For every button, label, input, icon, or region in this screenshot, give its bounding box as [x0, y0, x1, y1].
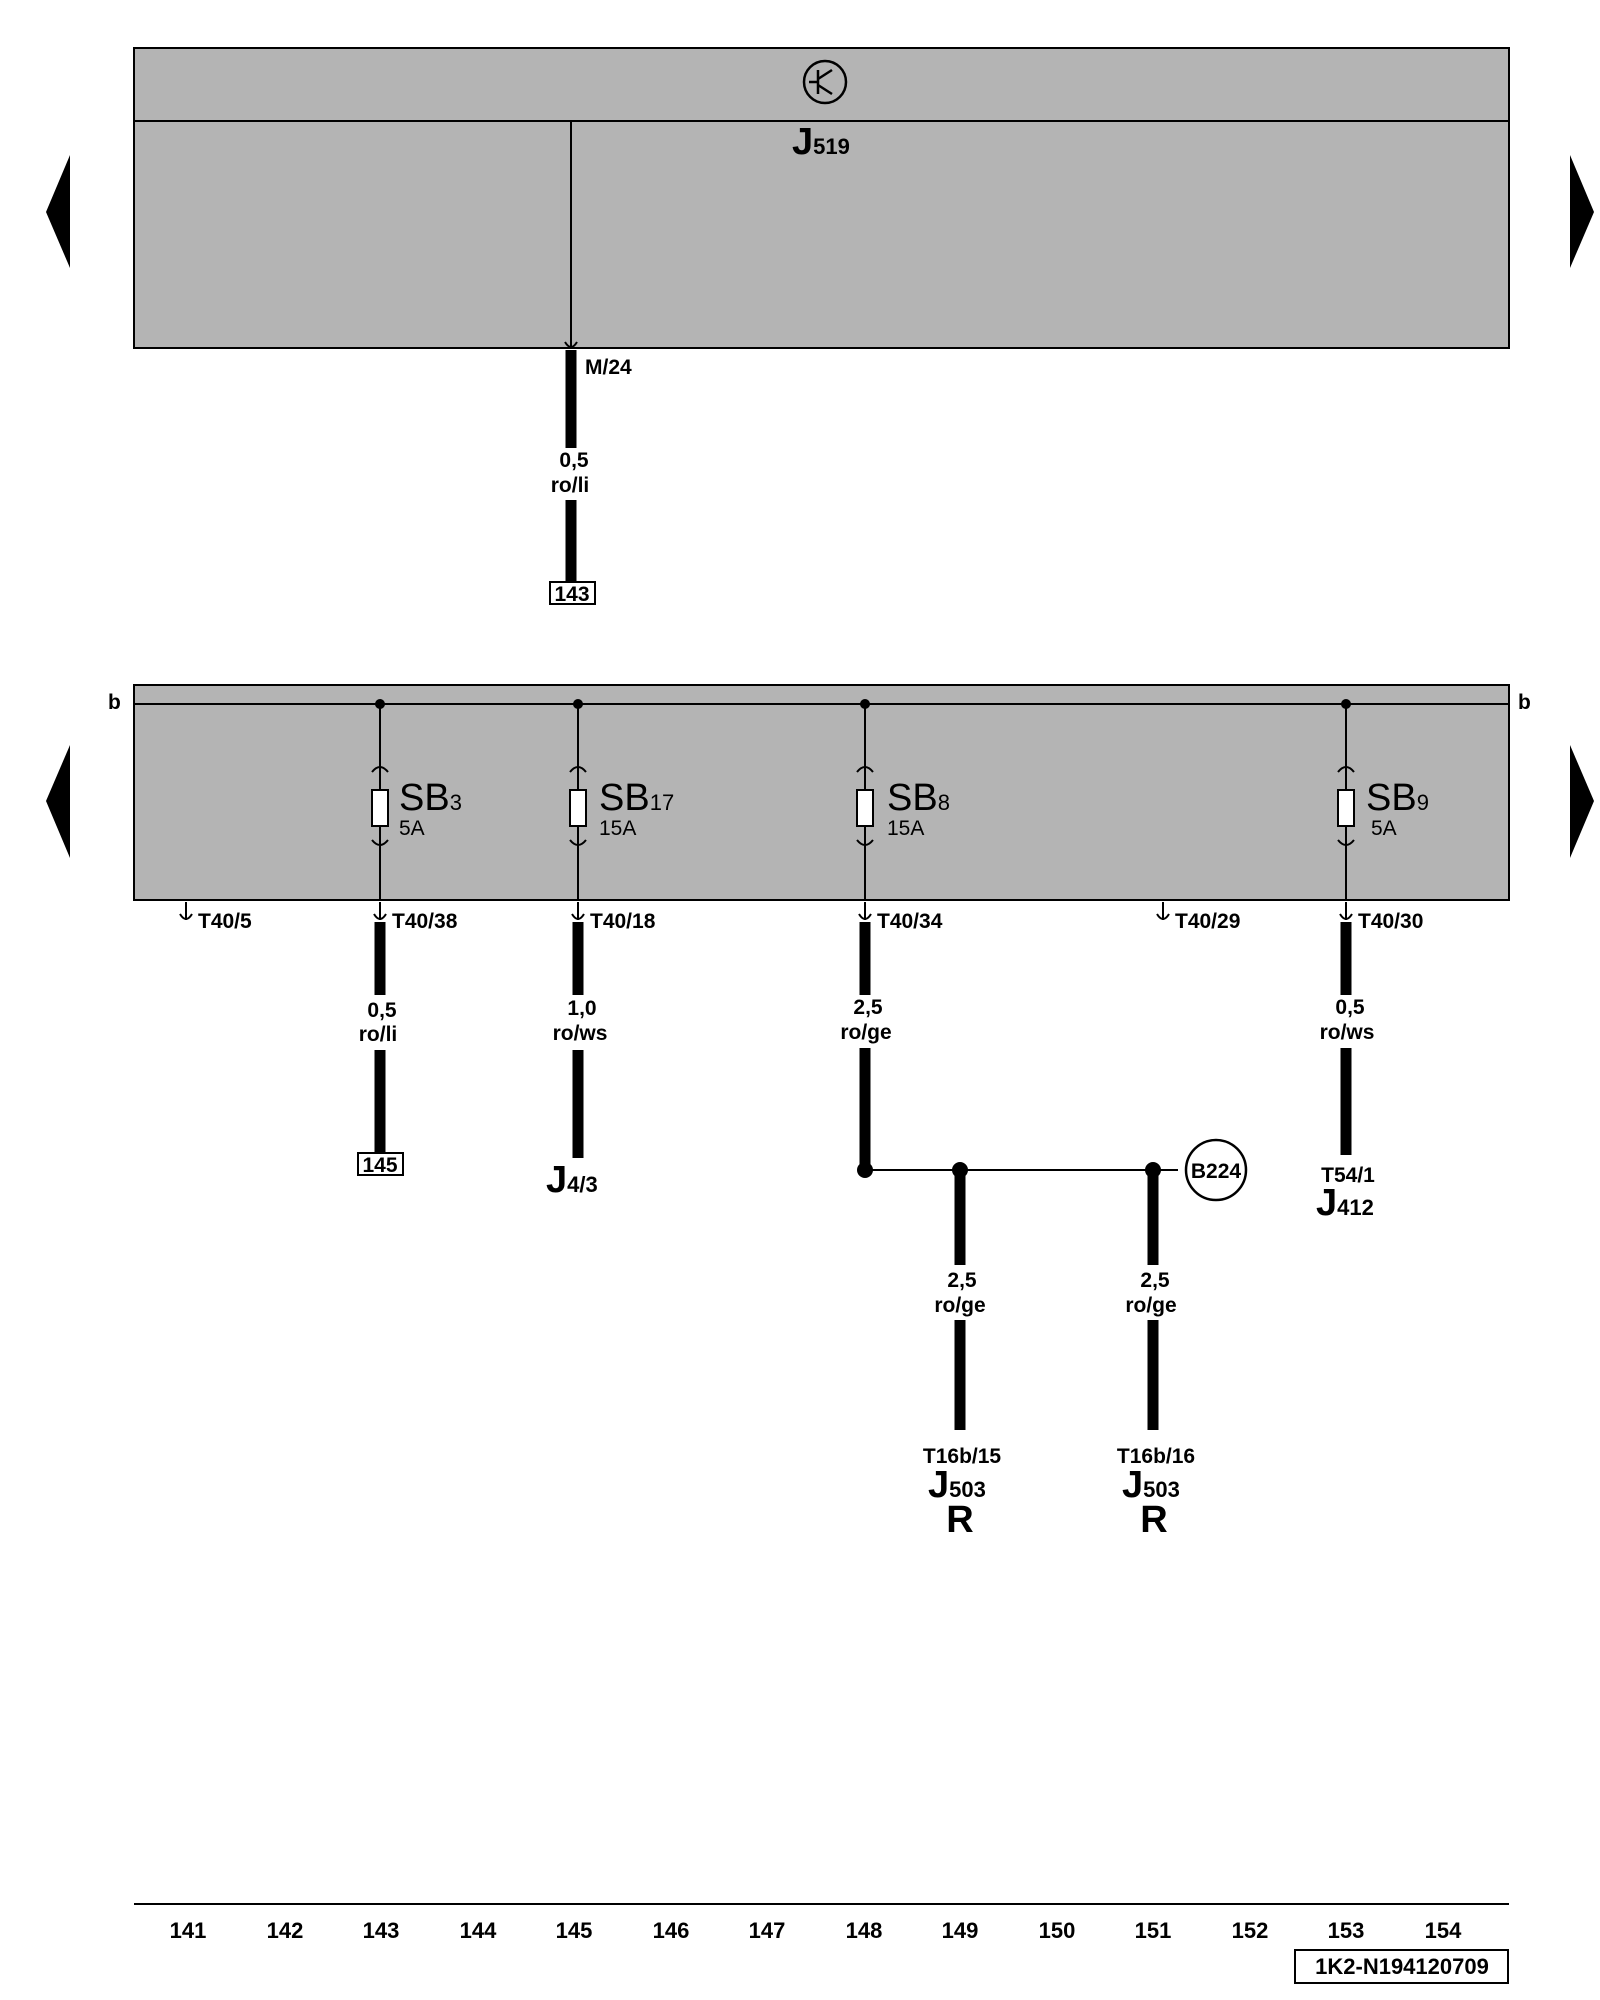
connector-t40-38: T40/38 — [392, 910, 458, 933]
column-number: 153 — [1328, 1918, 1365, 1943]
j412-label: J412 — [1316, 1182, 1374, 1224]
wire-sb3-gauge: 0,5 — [367, 999, 397, 1022]
connector-t40-5: T40/5 — [198, 910, 252, 933]
fuse-holder-panel — [133, 684, 1510, 901]
connector-t40-29: T40/29 — [1175, 910, 1240, 933]
fuse-sb17-icon — [569, 766, 587, 846]
column-number: 146 — [653, 1918, 690, 1943]
column-number: 152 — [1232, 1918, 1269, 1943]
b224-label: B224 — [1191, 1160, 1242, 1183]
prev-page-arrow-bottom[interactable] — [46, 745, 70, 858]
j503-right-pin: T16b/16 — [1117, 1445, 1195, 1468]
bus-label-right: b — [1518, 691, 1531, 714]
j503-left-label: J503 — [928, 1464, 986, 1506]
transistor-symbol-icon — [802, 59, 848, 105]
b224-splice-icon: B224 — [1184, 1138, 1248, 1202]
fuse-sb9-label: SB9 — [1366, 777, 1429, 819]
connector-t40-34: T40/34 — [877, 910, 943, 933]
column-number: 141 — [170, 1918, 207, 1943]
next-page-arrow-bottom[interactable] — [1570, 745, 1594, 858]
wire-upper-color: ro/li — [551, 474, 590, 497]
column-number: 154 — [1425, 1918, 1462, 1943]
next-page-arrow-top[interactable] — [1570, 155, 1594, 268]
fuse-sb17-amp: 15A — [599, 817, 636, 840]
ref-box-145[interactable]: 145 — [357, 1152, 404, 1177]
j519-label: J519 — [792, 121, 850, 163]
bus-label-left: b — [108, 691, 121, 714]
fuse-sb9-icon — [1337, 766, 1355, 846]
fuse-sb8-amp: 15A — [887, 817, 924, 840]
column-number: 147 — [749, 1918, 786, 1943]
control-unit-j519: J519 — [133, 47, 1510, 349]
connector-pin-icons — [179, 902, 1353, 920]
document-id-box: 1K2-N194120709 — [1294, 1949, 1509, 1984]
column-number: 142 — [267, 1918, 304, 1943]
wire-branch-right-color: ro/ge — [1125, 1294, 1176, 1317]
wire-sb17-color: ro/ws — [553, 1022, 608, 1045]
fuse-sb3-amp: 5A — [399, 817, 425, 840]
document-id: 1K2-N194120709 — [1315, 1954, 1489, 1979]
wire-sb8-gauge: 2,5 — [853, 996, 883, 1019]
fuse-sb3-icon — [371, 766, 389, 846]
column-number: 145 — [556, 1918, 593, 1943]
connector-t40-18: T40/18 — [590, 910, 656, 933]
wire-sb17-gauge: 1,0 — [567, 997, 596, 1020]
ref-box-143[interactable]: 143 — [549, 581, 596, 606]
fuse-sb17-label: SB17 — [599, 777, 674, 819]
j503-right-label: J503 — [1122, 1464, 1180, 1506]
pin-m24-label: M/24 — [585, 356, 632, 379]
fuse-sb3-label: SB3 — [399, 777, 462, 819]
connector-t40-30: T40/30 — [1358, 910, 1423, 933]
wire-branch-left-gauge: 2,5 — [947, 1269, 977, 1292]
column-numbers: 141 142 143 144 145 146 147 148 149 150 … — [170, 1918, 1462, 1943]
j4-label: J4/3 — [546, 1159, 598, 1201]
column-number: 144 — [460, 1918, 497, 1943]
connector-m24-icon — [564, 341, 578, 348]
prev-page-arrow-top[interactable] — [46, 155, 70, 268]
column-number: 143 — [363, 1918, 400, 1943]
wire-sb9-gauge: 0,5 — [1335, 996, 1365, 1019]
fuse-sb8-icon — [856, 766, 874, 846]
fuse-sb9-amp: 5A — [1371, 817, 1397, 840]
wire-upper-gauge: 0,5 — [559, 449, 589, 472]
wire-sb8-color: ro/ge — [840, 1021, 891, 1044]
column-number: 149 — [942, 1918, 979, 1943]
column-number: 148 — [846, 1918, 883, 1943]
wire-branch-left-color: ro/ge — [934, 1294, 985, 1317]
j503-left-r: R — [946, 1499, 973, 1541]
wire-sb9-color: ro/ws — [1320, 1021, 1375, 1044]
wire-branch-right-gauge: 2,5 — [1140, 1269, 1170, 1292]
j412-pin: T54/1 — [1321, 1164, 1375, 1187]
svg-text:143: 143 — [554, 583, 589, 606]
svg-text:145: 145 — [362, 1154, 397, 1177]
column-number: 150 — [1039, 1918, 1076, 1943]
j503-left-pin: T16b/15 — [923, 1445, 1002, 1468]
column-number: 151 — [1135, 1918, 1172, 1943]
j503-right-r: R — [1140, 1499, 1167, 1541]
fuse-sb8-label: SB8 — [887, 777, 950, 819]
wire-sb3-color: ro/li — [359, 1023, 398, 1046]
